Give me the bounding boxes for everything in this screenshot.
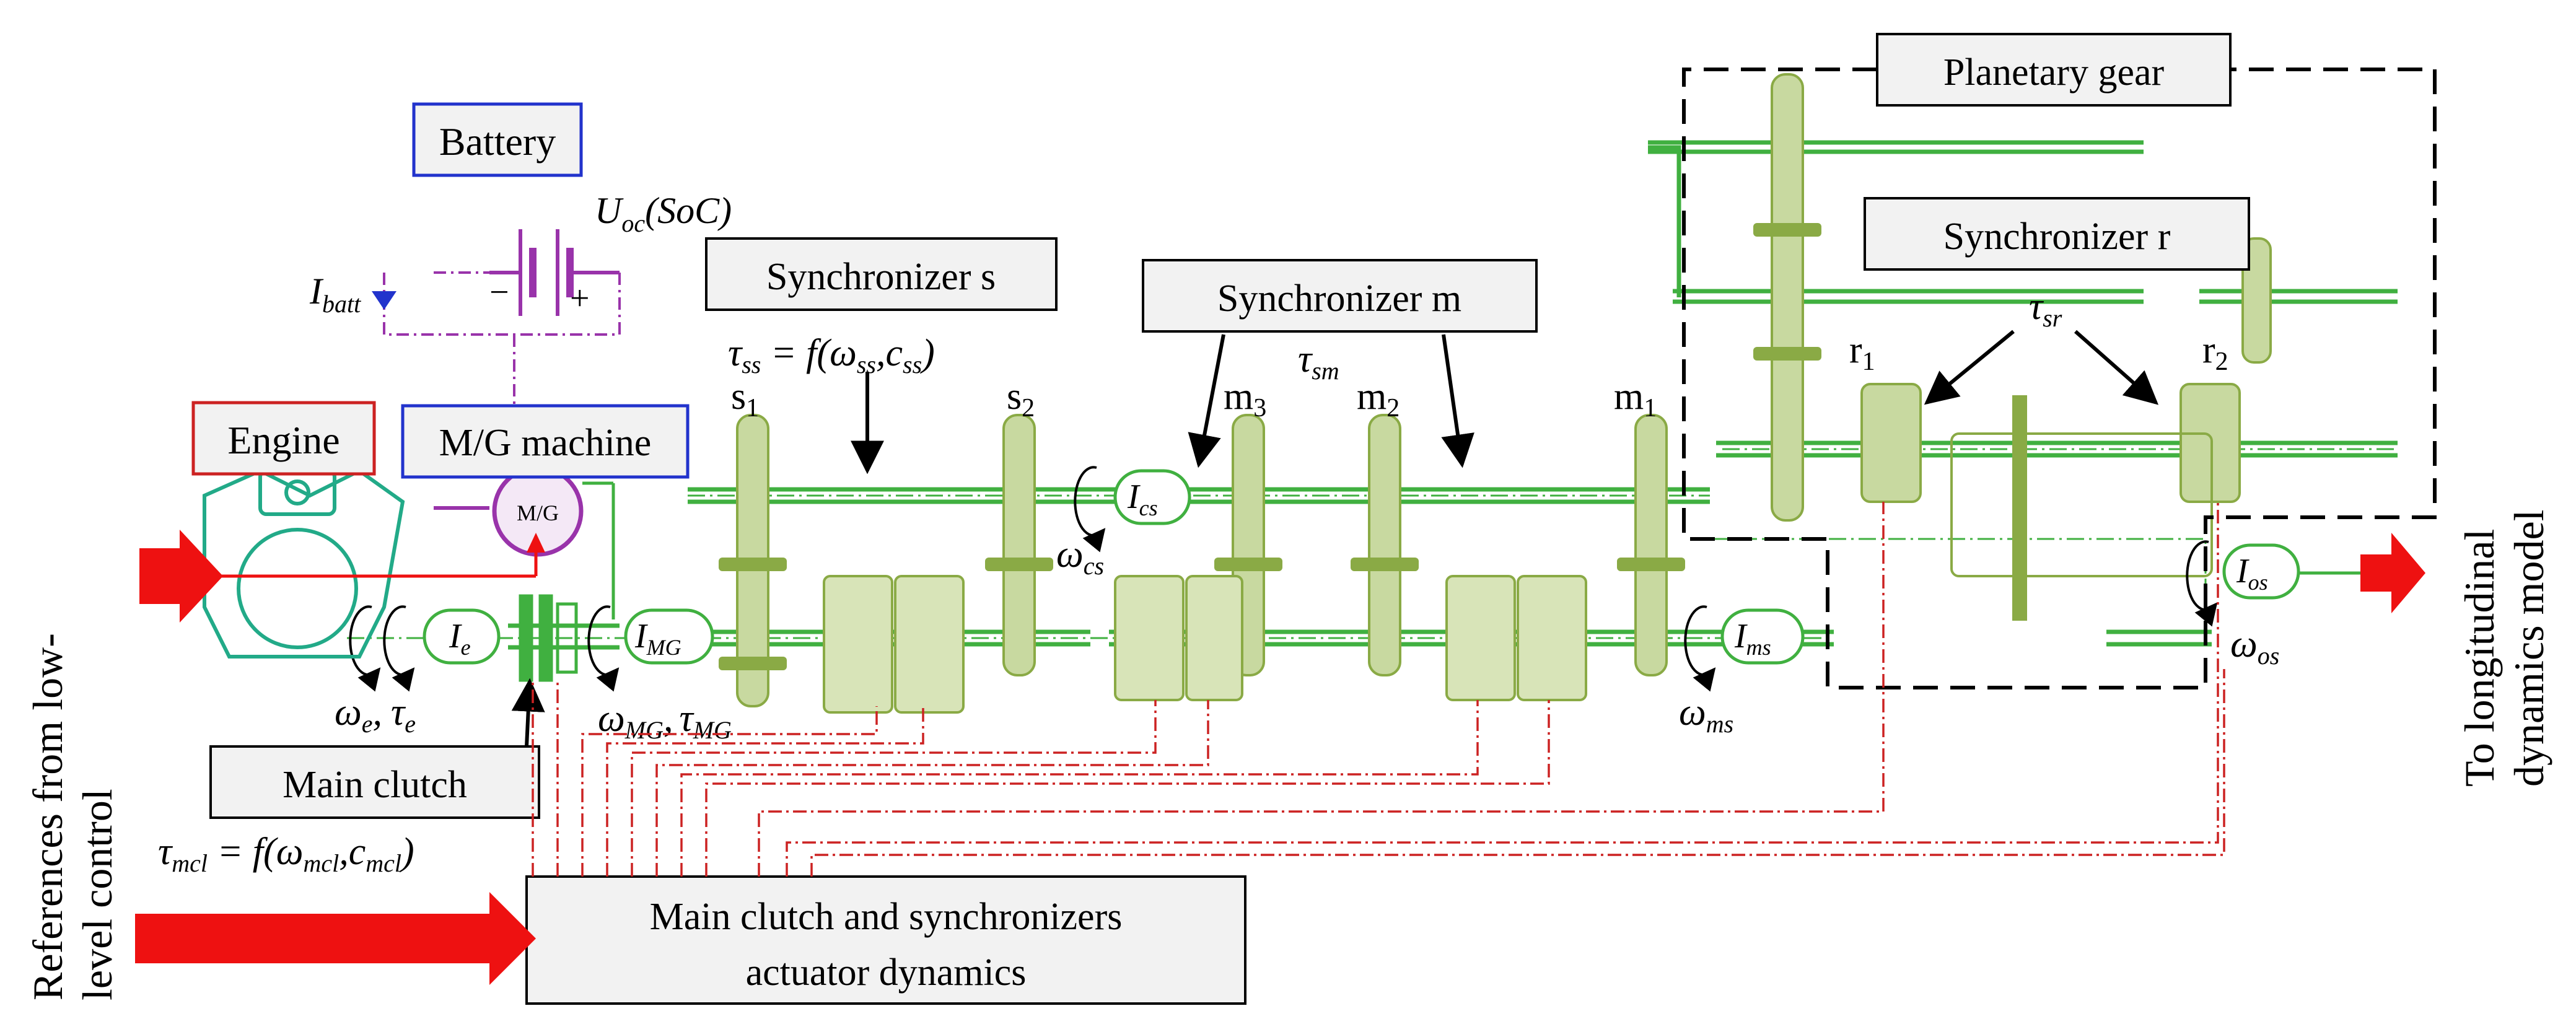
svg-text:M/G: M/G	[517, 501, 559, 525]
label-m3: m3	[1224, 375, 1266, 422]
right-side-label: To longitudinal dynamics model	[2456, 509, 2552, 787]
main-clutch-box	[209, 745, 540, 819]
actuator-box	[525, 875, 1246, 1005]
left-side-label: References from low- level control	[24, 633, 121, 1000]
tau-ss-equation: τss = f(ωss,css)	[728, 332, 935, 379]
planetary-box	[1876, 33, 2232, 107]
svg-text:References from low-: References from low-	[24, 633, 71, 1000]
inertia-IMG	[624, 608, 714, 665]
actuator-label-line1: Main clutch and synchronizers	[650, 896, 1123, 938]
ibatt-arrow	[372, 291, 396, 310]
mg-machine-box	[401, 404, 690, 479]
gear-m2	[1368, 414, 1401, 676]
input-arrows	[135, 530, 2425, 985]
actuator-label-line2: actuator dynamics	[746, 952, 1027, 994]
tau-mcl-equation: τmcl = f(ωmcl,cmcl)	[158, 831, 414, 877]
svg-text:level control: level control	[74, 789, 121, 1000]
gear-details	[719, 223, 1821, 670]
sync-s-label: Synchronizer s	[766, 256, 996, 298]
inertias	[423, 469, 2300, 665]
omega-ms-label: ωms	[1679, 691, 1733, 738]
ibatt-label: Ibatt	[309, 271, 361, 318]
label-s2: s2	[1007, 375, 1035, 422]
pointer-arrows	[511, 330, 2159, 747]
svg-text:IMG: IMG	[634, 617, 681, 660]
omega-cs-label: ωcs	[1056, 533, 1104, 580]
gear-m1	[1634, 414, 1668, 676]
gear-r1	[1860, 383, 1922, 503]
ref-arrow-upper	[139, 530, 223, 623]
battery-plus: +	[570, 279, 590, 318]
battery-box	[412, 102, 583, 177]
omega-e-tau-e-label: ωe,τe	[335, 691, 416, 738]
inertia-Ics	[1113, 469, 1191, 525]
gear-planetary-main	[1771, 73, 1804, 522]
sync-m-label: Synchronizer m	[1217, 278, 1461, 320]
svg-text:To longitudinal: To longitudinal	[2456, 529, 2503, 787]
label-m1: m1	[1614, 375, 1657, 422]
main-clutch-label: Main clutch	[283, 764, 467, 806]
symbol-labels: τss = f(ωss,css) τsm τsr ωe,τe ωMG,τMG ω…	[158, 286, 2279, 877]
sync-s-box	[705, 237, 1058, 311]
omega-mg-tau-mg-label: ωMG,τMG	[598, 698, 732, 744]
label-boxes: Battery Engine M/G machine Synchronizer …	[191, 33, 2250, 1005]
synchronizer-hubs	[823, 395, 2213, 714]
signal-lines	[532, 502, 2225, 877]
svg-text:dynamics model: dynamics model	[2505, 509, 2552, 787]
omega-os-label: ωos	[2230, 623, 2279, 670]
battery-drawing	[489, 229, 620, 316]
tau-sm-label: τsm	[1298, 338, 1339, 385]
battery-label: Battery	[439, 120, 556, 164]
inertia-Ims	[1720, 608, 1805, 665]
svg-text:Ios: Ios	[2236, 552, 2268, 595]
rotation-arrows	[349, 466, 2218, 692]
svg-text:Ims: Ims	[1734, 617, 1771, 660]
label-m2: m2	[1357, 375, 1400, 422]
output-arrow	[2360, 533, 2425, 613]
tau-sr-label: τsr	[2029, 286, 2062, 332]
inertia-labels: Ie IMG Ics Ims Ios	[449, 478, 2268, 660]
label-r1: r1	[1849, 329, 1875, 376]
label-s1: s1	[731, 375, 759, 422]
svg-text:Ie: Ie	[449, 617, 471, 660]
sync-m-box	[1142, 259, 1538, 333]
planetary-label: Planetary gear	[1943, 51, 2165, 94]
inertia-Ie	[423, 608, 501, 665]
svg-text:Ics: Ics	[1127, 478, 1158, 520]
sync-r-label: Synchronizer r	[1943, 216, 2171, 258]
mg-machine-drawing: M/G	[434, 465, 615, 619]
engine-drawing	[203, 468, 405, 659]
planetary-dashed-box	[1682, 68, 2437, 689]
ref-arrow-lower	[135, 892, 536, 985]
uoc-label: Uoc(SoC)	[595, 190, 732, 237]
main-clutch-drawing	[519, 594, 578, 682]
gear-r2	[2180, 383, 2241, 503]
gear-s2	[1002, 414, 1036, 676]
gear-labels: s1 s2 m3 m2 m1 r1 r2	[731, 329, 2228, 422]
engine-box	[191, 401, 376, 476]
battery-minus: −	[489, 273, 509, 312]
shaft-centerlines	[347, 448, 2398, 639]
label-r2: r2	[2202, 329, 2228, 376]
sync-r-box	[1864, 197, 2250, 271]
mg-machine-label: M/G machine	[439, 422, 652, 464]
engine-label: Engine	[227, 418, 340, 462]
